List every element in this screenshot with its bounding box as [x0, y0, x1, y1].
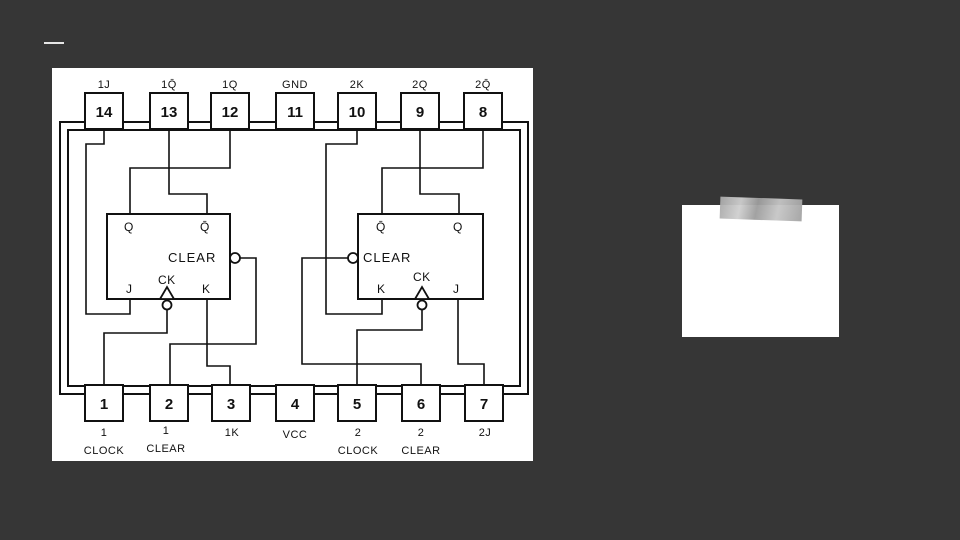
pin-9-number: 9	[416, 104, 424, 121]
ff2-clock-triangle	[413, 285, 431, 300]
pin-1-label-line2: CLOCK	[84, 445, 125, 457]
pin-2-box	[149, 384, 189, 422]
ff1-clear-label: CLEAR	[168, 250, 216, 265]
ff1-clear-bubble	[229, 252, 241, 264]
pin-1-label-line1: 1	[101, 427, 108, 439]
ff2-clear-label: CLEAR	[363, 250, 411, 265]
pin-14-number: 14	[96, 104, 113, 121]
ff1-qbar-label: Q̄	[200, 220, 210, 234]
tape-strip	[719, 196, 803, 222]
pin-14-label: 1J	[98, 79, 111, 91]
pin-4-label: VCC	[283, 429, 308, 441]
pin-6-number: 6	[417, 396, 425, 413]
pin-13-number: 13	[161, 104, 178, 121]
pin-8-label: 2Q̄	[475, 78, 491, 91]
pin-1-box	[84, 384, 124, 422]
pin-5-label-line1: 2	[355, 427, 362, 439]
ff1-ck-bubble	[161, 299, 173, 311]
ff1-ck-label: CK	[158, 273, 176, 287]
pin-1-number: 1	[100, 396, 108, 413]
pin-12-number: 12	[222, 104, 239, 121]
pin-13-label: 1Q̄	[161, 78, 177, 91]
pin-3-label: 1K	[225, 427, 240, 439]
pin-5-number: 5	[353, 396, 361, 413]
pin-11-number: 11	[287, 104, 303, 121]
pin-2-label-line2: CLEAR	[146, 443, 185, 455]
ff1-k-label: K	[202, 282, 211, 296]
ff2-qbar-label: Q̄	[376, 220, 386, 234]
pin-2-number: 2	[165, 396, 173, 413]
pin-3-number: 3	[227, 396, 235, 413]
ff1-j-label: J	[126, 282, 133, 296]
pin-10-label: 2K	[350, 79, 365, 91]
ff2-k-label: K	[377, 282, 386, 296]
ff2-ck-bubble	[416, 299, 428, 311]
pin-10-number: 10	[349, 104, 366, 121]
pin-2-label-line1: 1	[163, 425, 170, 437]
ff2-j-label: J	[453, 282, 460, 296]
pin-9-label: 2Q	[412, 79, 428, 91]
pin-8-box	[463, 92, 503, 130]
ic-pinout-diagram: 1J 1Q̄ 1Q GND 2K 2Q 2Q̄ 14 13 12 11 10 9…	[52, 68, 533, 461]
sticky-note	[682, 205, 839, 337]
pin-4-number: 4	[291, 396, 300, 413]
pin-6-label-line2: CLEAR	[401, 445, 440, 457]
pin-7-number: 7	[480, 396, 488, 413]
ff2-q-label: Q	[453, 220, 463, 234]
wiring	[85, 129, 485, 385]
pin-11-label: GND	[282, 79, 308, 91]
pin-7-label: 2J	[479, 427, 492, 439]
pin-3-box	[211, 384, 251, 422]
pin-14-box	[84, 92, 124, 130]
pin-10-box	[337, 92, 377, 130]
pin-9-box	[400, 92, 440, 130]
pin-4-box	[275, 384, 315, 422]
pin-6-label-line1: 2	[418, 427, 425, 439]
title-dash	[44, 42, 64, 44]
ff2-ck-label: CK	[413, 270, 431, 284]
pinout-svg: 1J 1Q̄ 1Q GND 2K 2Q 2Q̄ 14 13 12 11 10 9…	[59, 78, 529, 457]
ff1-q-label: Q	[124, 220, 134, 234]
pin-12-label: 1Q	[222, 79, 238, 91]
ff1-clock-triangle	[158, 285, 176, 300]
pin-11-box	[275, 92, 315, 130]
ff2-clear-bubble	[347, 252, 359, 264]
pin-5-label-line2: CLOCK	[338, 445, 379, 457]
pin-8-number: 8	[479, 104, 487, 121]
